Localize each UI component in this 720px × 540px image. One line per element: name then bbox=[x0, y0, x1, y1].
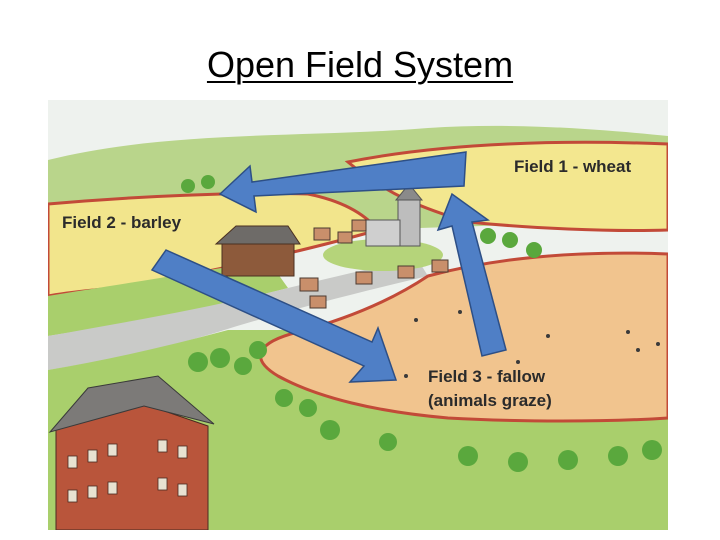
barn bbox=[214, 225, 301, 277]
church bbox=[365, 183, 424, 247]
tree-row bbox=[181, 175, 662, 472]
arrow-field3-to-field1 bbox=[436, 192, 507, 357]
manor-house bbox=[48, 375, 215, 530]
arrow-field2-to-field3 bbox=[150, 249, 398, 383]
slide-title: Open Field System bbox=[206, 44, 514, 85]
village-green bbox=[323, 239, 443, 271]
grazing-animals bbox=[404, 310, 660, 378]
village-cottages bbox=[299, 219, 449, 309]
label-field-2: Field 2 - barley bbox=[62, 213, 182, 232]
label-field-3-line1: Field 3 - fallow bbox=[428, 367, 546, 386]
label-field-1: Field 1 - wheat bbox=[514, 157, 631, 176]
label-field-3-line2: (animals graze) bbox=[428, 391, 552, 410]
open-field-illustration: Field 1 - wheat Field 2 - barley Field 3… bbox=[48, 100, 668, 530]
rotation-arrows bbox=[150, 151, 507, 383]
arrow-field1-to-field2 bbox=[218, 151, 467, 214]
road bbox=[48, 260, 428, 370]
